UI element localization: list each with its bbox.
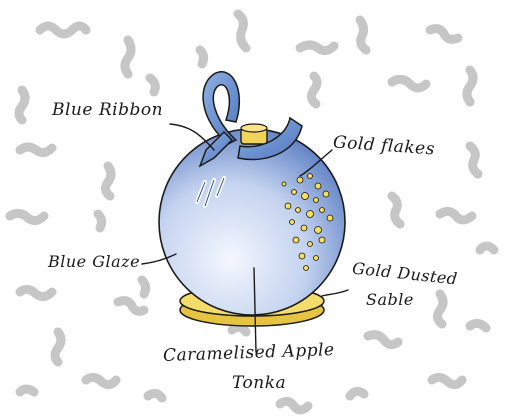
sphere-stem	[241, 124, 267, 144]
label-tonka: Tonka	[232, 373, 286, 393]
label-sable: Sable	[366, 290, 414, 309]
label-blue-glaze: Blue Glaze	[48, 252, 140, 271]
label-blue-ribbon: Blue Ribbon	[52, 100, 163, 120]
